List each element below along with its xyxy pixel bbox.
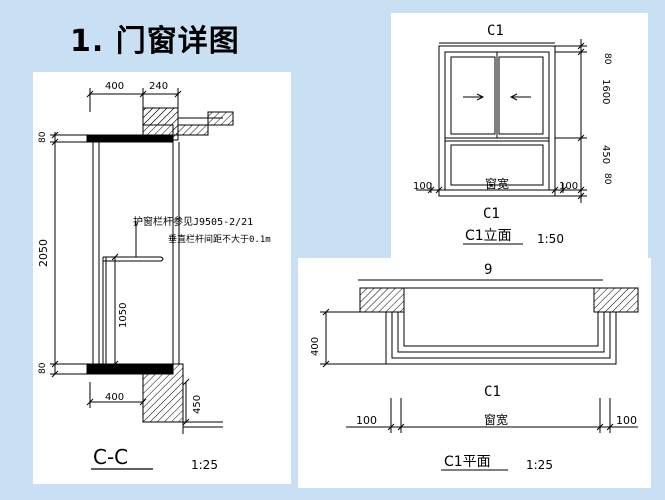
rail-note-line2: 垂直栏杆间距不大于0.1m <box>168 233 271 245</box>
elevation-c1-drawing: C1 80 1600 450 80 100 窗宽 100 C1 C1立面 1:5… <box>413 23 612 246</box>
elevation-scale: 1:50 <box>537 232 564 246</box>
dim-right-upper: 1600 <box>600 79 611 104</box>
plan-caption: C1平面 <box>444 454 491 470</box>
section-caption: C-C <box>93 445 128 469</box>
dim-width: 窗宽 <box>485 176 509 191</box>
dim-left-bottom: 80 <box>38 362 48 374</box>
dim-right: 100 <box>559 181 578 192</box>
dim-right-top: 80 <box>602 53 612 65</box>
dim-left-mid: 2050 <box>37 239 50 267</box>
plan-scale: 1:25 <box>526 458 553 472</box>
elevation-caption: C1立面 <box>465 228 512 244</box>
plan-label-mid: C1 <box>484 384 501 400</box>
plan-dim-side: 400 <box>310 337 321 356</box>
section-cc-panel: 400 240 80 2050 80 1050 450 400 护窗栏杆参见J9… <box>33 72 291 484</box>
dim-bottom: 400 <box>105 392 124 403</box>
dim-top-right: 240 <box>149 81 168 92</box>
plan-dim-right: 100 <box>616 414 637 427</box>
slide-title: 1. 门窗详图 <box>70 24 240 59</box>
section-scale: 1:25 <box>191 458 218 472</box>
dim-top-left: 400 <box>105 81 124 92</box>
elevation-label-top: C1 <box>487 23 504 39</box>
elevation-c1-panel: C1 80 1600 450 80 100 窗宽 100 C1 C1立面 1:5… <box>391 13 648 262</box>
plan-c1-panel: 9 400 C1 100 窗宽 100 C1平面 1:25 <box>298 258 651 488</box>
dim-left-top: 80 <box>38 131 48 143</box>
dim-left: 100 <box>413 181 432 192</box>
section-cc-drawing: 400 240 80 2050 80 1050 450 400 护窗栏杆参见J9… <box>37 81 271 472</box>
dim-right-lower: 450 <box>600 145 611 164</box>
elevation-label-bottom: C1 <box>483 206 500 222</box>
dim-rail: 1050 <box>118 303 129 328</box>
plan-dim-left: 100 <box>356 414 377 427</box>
rail-note-line1: 护窗栏杆参见J9505-2/21 <box>133 215 253 228</box>
plan-label-top: 9 <box>484 262 492 278</box>
dim-sill: 450 <box>192 395 203 414</box>
plan-dim-width: 窗宽 <box>484 412 508 427</box>
dim-right-bottom: 80 <box>602 173 612 185</box>
plan-c1-drawing: 9 400 C1 100 窗宽 100 C1平面 1:25 <box>310 262 639 472</box>
